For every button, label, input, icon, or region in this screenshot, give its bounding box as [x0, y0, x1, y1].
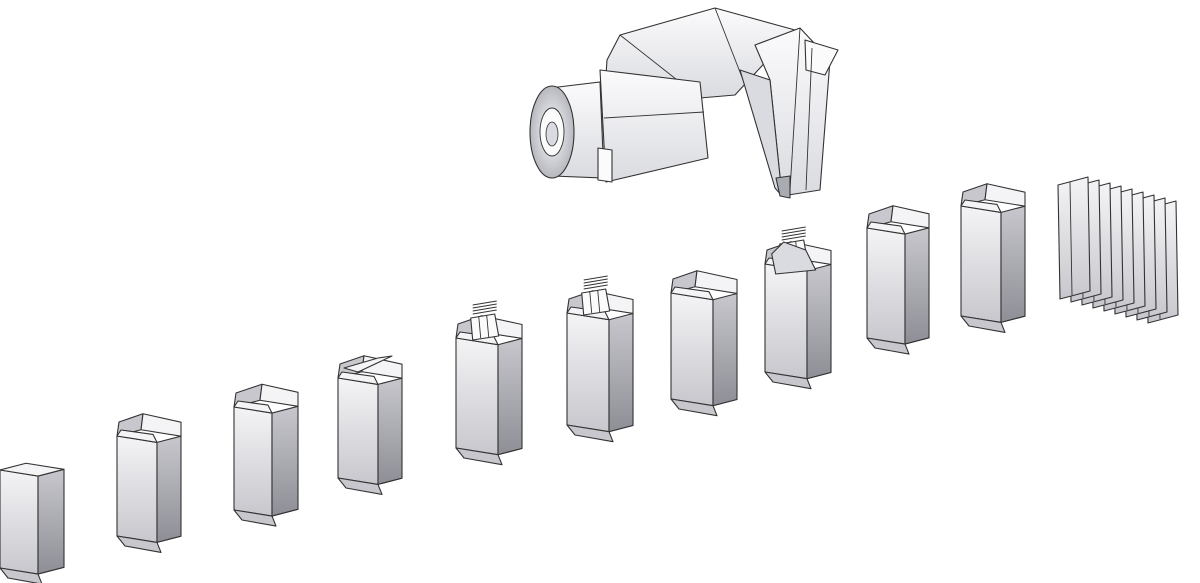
carton-front — [866, 227, 906, 345]
flap-rear — [140, 413, 182, 437]
carton-side — [156, 435, 182, 543]
carton-side — [271, 405, 299, 517]
carton-front — [455, 337, 499, 456]
flap-front — [960, 199, 1002, 213]
carton-front — [233, 406, 273, 517]
carton-side — [904, 227, 930, 345]
carton-stage-2 — [116, 413, 182, 553]
carton-front — [960, 205, 1002, 323]
carton-side — [608, 312, 634, 433]
carton-stage-1 — [0, 462, 65, 583]
carton-stage-8 — [764, 226, 832, 390]
carton-stage-10 — [960, 183, 1026, 333]
flap-rear — [984, 183, 1026, 207]
blank-1 — [1057, 176, 1091, 300]
flap-front — [337, 371, 379, 385]
flap-front — [670, 286, 714, 301]
carton-stage-4 — [337, 355, 403, 495]
carton-front — [566, 312, 610, 433]
flap-front — [233, 400, 273, 414]
carton-side — [806, 263, 832, 380]
bag-top — [581, 288, 611, 316]
carton-stage-7 — [670, 270, 738, 417]
carton-side — [1000, 205, 1026, 323]
flat-blank-stack — [1057, 176, 1179, 324]
carton-front — [337, 377, 379, 485]
folding-flap — [343, 355, 393, 373]
film-roll-icon — [529, 7, 839, 199]
carton-stage-6 — [566, 275, 634, 443]
carton-stage-9 — [866, 205, 930, 355]
flap-front — [116, 429, 158, 443]
carton-sequence — [0, 183, 1026, 583]
bag-top — [470, 313, 500, 341]
carton-side — [497, 337, 523, 456]
flap-rear — [890, 205, 930, 229]
flap-front — [866, 221, 906, 235]
carton-side — [377, 377, 403, 485]
carton-front — [0, 469, 39, 575]
carton-front — [764, 263, 808, 380]
bag-filled — [771, 241, 817, 275]
film-web-front — [599, 69, 709, 183]
carton-stage-3 — [233, 383, 299, 527]
flap-rear — [694, 270, 738, 295]
carton-side — [712, 292, 738, 407]
carton-stage-5 — [455, 300, 523, 466]
carton-side — [37, 468, 65, 575]
carton-front — [670, 292, 714, 407]
carton-top — [0, 462, 65, 477]
flap-rear — [259, 383, 299, 407]
carton-front — [116, 435, 158, 543]
